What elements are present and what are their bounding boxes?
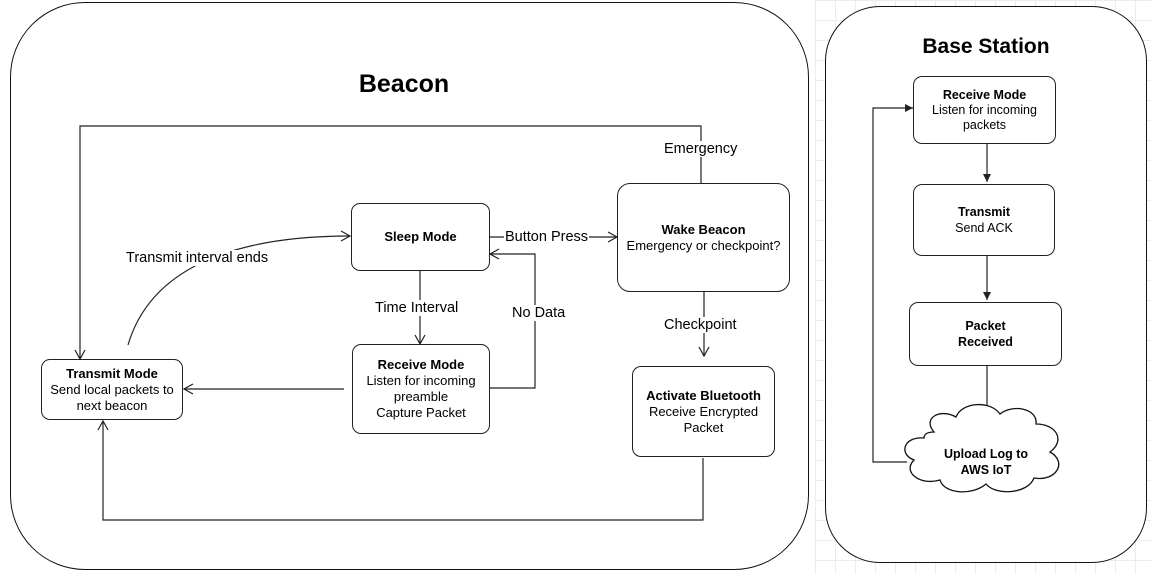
transmit-mode-line-1: Send local packets to [50, 381, 174, 397]
bs-packet-received-line-1: Packet [965, 319, 1006, 333]
label-time-interval: Time Interval [374, 300, 460, 316]
bs-transmit-node: Transmit Send ACK [913, 184, 1055, 256]
wake-beacon-node: Wake Beacon Emergency or checkpoint? [617, 183, 790, 292]
bs-upload-log-text: Upload Log to AWS IoT [920, 446, 1052, 478]
label-checkpoint: Checkpoint [663, 317, 738, 333]
receive-mode-line-2: preamble [393, 389, 449, 404]
bs-receive-mode-title: Receive Mode [942, 87, 1027, 102]
edge-bs-upload-loop [872, 104, 913, 463]
bs-transmit-title: Transmit [957, 205, 1011, 219]
bs-transmit-line: Send ACK [955, 221, 1013, 235]
upload-cloud-shape [904, 403, 1060, 493]
wake-beacon-title: Wake Beacon [661, 221, 746, 237]
sleep-mode-node: Sleep Mode [351, 203, 490, 271]
activate-bluetooth-line-2: Packet [683, 419, 724, 435]
bs-receive-mode-node: Receive Mode Listen for incoming packets [913, 76, 1056, 144]
bs-receive-mode-line-2: packets [962, 117, 1007, 132]
beacon-title: Beacon [358, 70, 450, 98]
activate-bluetooth-line-1: Receive Encrypted [648, 403, 759, 419]
transmit-mode-node: Transmit Mode Send local packets to next… [41, 359, 183, 420]
label-button-press: Button Press [504, 229, 590, 245]
bs-receive-mode-line-1: Listen for incoming [932, 102, 1037, 117]
sleep-mode-title: Sleep Mode [384, 229, 457, 244]
receive-mode-title: Receive Mode [377, 357, 465, 372]
bs-upload-log-line-1: Upload Log to [943, 447, 1028, 461]
wake-beacon-line: Emergency or checkpoint? [626, 237, 781, 253]
receive-mode-node: Receive Mode Listen for incoming preambl… [352, 344, 490, 434]
receive-mode-line-3: Capture Packet [376, 405, 466, 420]
label-no-data: No Data [511, 305, 567, 321]
base-station-title: Base Station [922, 35, 1050, 58]
receive-mode-line-1: Listen for incoming [366, 373, 476, 388]
bs-packet-received-node: Packet Received [909, 302, 1062, 366]
label-transmit-interval-ends: Transmit interval ends [125, 250, 270, 266]
edge-no-data [488, 248, 536, 389]
transmit-mode-title: Transmit Mode [66, 365, 158, 381]
label-emergency: Emergency [663, 141, 739, 157]
bs-packet-received-line-2: Received [958, 335, 1013, 349]
bs-upload-log-line-2: AWS IoT [960, 463, 1012, 477]
transmit-mode-line-2: next beacon [76, 397, 148, 413]
activate-bluetooth-node: Activate Bluetooth Receive Encrypted Pac… [632, 366, 775, 457]
edge-bluetooth-to-transmit [97, 419, 704, 521]
activate-bluetooth-title: Activate Bluetooth [646, 387, 761, 403]
